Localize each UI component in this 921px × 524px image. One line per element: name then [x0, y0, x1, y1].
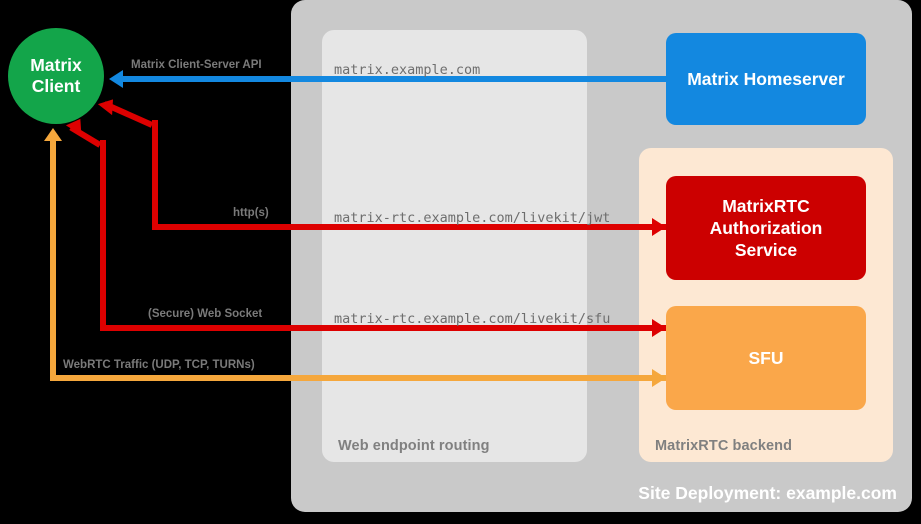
webrtc-protocol-label: WebRTC Traffic (UDP, TCP, TURNs) [63, 359, 255, 371]
web-endpoint-routing-panel [322, 30, 587, 462]
sfu-ws-line-elbow [100, 319, 106, 331]
endpoint-label-jwt: matrix-rtc.example.com/livekit/jwt [334, 210, 611, 226]
auth-service-line1: MatrixRTC [722, 196, 810, 216]
matrix-client-line2: Client [31, 76, 81, 96]
sfu-ws-protocol-label: (Secure) Web Socket [148, 308, 263, 320]
webrtc-arrowhead-sfu [652, 369, 666, 387]
jwt-line-vertical [152, 120, 158, 230]
site-deployment-caption: Site Deployment: example.com [638, 483, 897, 503]
sfu-ws-line-vertical [100, 140, 106, 331]
webrtc-line-horizontal [50, 375, 666, 381]
node-matrix-homeserver[interactable]: Matrix Homeserver [666, 33, 866, 125]
node-sfu[interactable]: SFU [666, 306, 866, 410]
cs-api-arrowhead-client [109, 70, 123, 88]
sfu-ws-line-horizontal [100, 325, 666, 331]
auth-service-line3: Service [734, 240, 798, 260]
matrix-client-line1: Matrix [30, 55, 82, 75]
webrtc-line-elbow [50, 369, 56, 381]
endpoint-label-matrix: matrix.example.com [334, 62, 481, 78]
webrtc-arrowhead-client [44, 128, 62, 141]
cs-api-protocol-label: Matrix Client-Server API [131, 59, 262, 71]
node-matrix-client[interactable]: Matrix Client [8, 28, 104, 124]
cs-api-line [123, 76, 666, 82]
jwt-arrowhead-auth-service [652, 218, 666, 236]
jwt-protocol-label: http(s) [233, 207, 269, 219]
jwt-line-elbow [152, 218, 158, 230]
matrix-homeserver-label: Matrix Homeserver [687, 68, 845, 89]
node-matrixrtc-authorization-service[interactable]: MatrixRTC Authorization Service [666, 176, 866, 280]
auth-service-line2: Authorization [709, 218, 823, 238]
web-endpoint-routing-caption: Web endpoint routing [338, 438, 490, 454]
endpoint-label-sfu: matrix-rtc.example.com/livekit/sfu [334, 311, 611, 327]
sfu-ws-arrowhead-sfu [652, 319, 666, 337]
webrtc-line-vertical [50, 140, 56, 381]
matrixrtc-backend-caption: MatrixRTC backend [655, 438, 793, 454]
sfu-label: SFU [748, 347, 784, 368]
jwt-line-horizontal [152, 224, 666, 230]
